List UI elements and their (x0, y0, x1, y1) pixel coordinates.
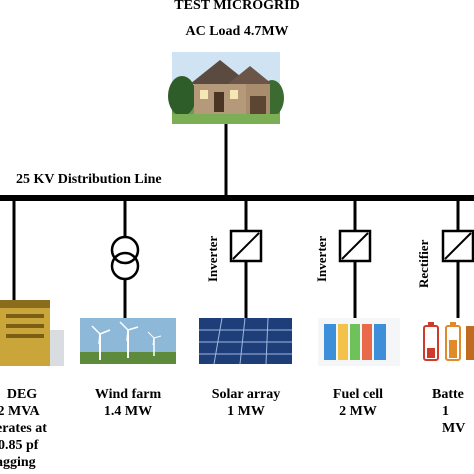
component-name-wind: Wind farm (94, 387, 162, 402)
battery-image (416, 318, 474, 366)
line-label: 25 KV Distribution Line (16, 172, 162, 187)
deg-detail-3: 0.85 pf (0, 438, 39, 453)
wind-farm-image (80, 318, 176, 364)
fuel-cell-image (318, 318, 400, 366)
converter-label-fuel: Inverter (314, 235, 329, 282)
wind-rating: 1.4 MW (103, 404, 153, 419)
solar-rating: 1 MW (227, 404, 265, 419)
generator-image (0, 300, 64, 366)
deg-detail-4: agging (0, 455, 36, 470)
house-image (168, 52, 284, 124)
solar-array-image (199, 317, 292, 365)
converter-label-battery: Rectifier (416, 239, 431, 288)
deg-detail-2: erates at (0, 421, 47, 436)
load-label: AC Load 4.7MW (185, 24, 289, 39)
fuel-rating: 2 MW (339, 404, 377, 419)
battery-rating: 1 MV (442, 404, 466, 436)
deg-detail-1: .2 MVA (0, 404, 40, 419)
rectifier-symbol (441, 229, 474, 263)
transformer-symbol (110, 235, 140, 281)
inverter-symbol-solar (229, 229, 263, 263)
converter-label-solar: Inverter (205, 235, 220, 282)
inverter-symbol-fuel (338, 229, 372, 263)
component-name-deg: DEG (6, 387, 38, 402)
diagram-title: TEST MICROGRID (174, 0, 300, 13)
component-name-fuel: Fuel cell (332, 387, 384, 402)
component-name-solar: Solar array (211, 387, 281, 402)
component-name-battery: Batte (432, 387, 464, 402)
